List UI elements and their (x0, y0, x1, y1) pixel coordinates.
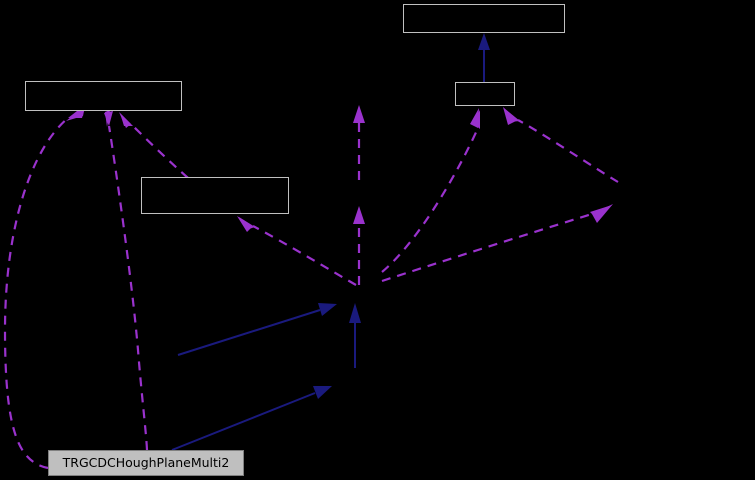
edge-hub-vertical-blue (349, 303, 361, 368)
edge-highlighted-to-topleft-inner (104, 110, 149, 451)
edge-midleft-to-topleft (119, 112, 189, 179)
edge-smallright-to-topright (478, 33, 490, 82)
edge-highlighted-to-hub-blue-upper (177, 303, 337, 356)
edge-hub-to-midleft (237, 216, 357, 286)
class-node-small-right[interactable] (455, 82, 515, 106)
edge-highlighted-to-topleft-outer (3, 104, 86, 470)
edge-hub-to-smallright (381, 108, 480, 273)
edge-hub-vertical-lower (353, 206, 365, 285)
edge-hub-vertical-upper (353, 105, 365, 180)
edge-right-to-smallright (503, 107, 619, 183)
edge-highlighted-to-hub-blue-lower (171, 386, 332, 451)
class-node-trgcdchoughplanemulti2[interactable]: TRGCDCHoughPlaneMulti2 (48, 450, 244, 476)
class-node-top-right[interactable] (403, 4, 565, 33)
class-node-trgcdchoughplanemulti2-label: TRGCDCHoughPlaneMulti2 (62, 454, 230, 470)
class-node-mid-left[interactable] (141, 177, 289, 214)
edge-hub-to-rightnode (381, 204, 613, 283)
class-node-top-left[interactable] (25, 81, 182, 111)
